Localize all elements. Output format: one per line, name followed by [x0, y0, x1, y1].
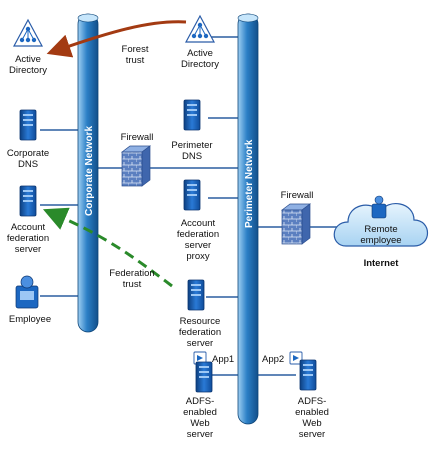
- remote-employee-user-icon: [371, 195, 387, 219]
- firewall2-label: Firewall: [281, 190, 314, 201]
- perim-dns-label-1: Perimeter: [171, 140, 212, 151]
- resource-federation-server-icon: [187, 279, 205, 311]
- employee-label: Employee: [9, 314, 51, 325]
- active-directory-perimeter-icon: [185, 15, 215, 43]
- perimeter-connectors: [206, 36, 340, 376]
- federation-trust-label-2: trust: [123, 279, 142, 290]
- firewall1-icon: [120, 145, 152, 187]
- corporate-network-label: Corporate Network: [84, 126, 95, 216]
- internet-label: Internet: [364, 258, 400, 269]
- account-fs-proxy-label-3: server: [185, 240, 211, 251]
- app2-label: App2: [262, 354, 284, 365]
- remote-employee-label-2: employee: [360, 235, 401, 246]
- account-fs-label-2: federation: [7, 233, 49, 244]
- firewall2-icon: [280, 203, 312, 245]
- account-federation-proxy-server-icon: [183, 179, 201, 211]
- perimeter-network-label: Perimeter Network: [244, 139, 255, 228]
- account-fs-label-3: server: [15, 244, 41, 255]
- forest-trust-label-2: trust: [126, 55, 145, 66]
- corp-dns-label-1: Corporate: [7, 148, 49, 159]
- account-fs-proxy-label-4: proxy: [186, 251, 209, 262]
- web2-label-4: server: [299, 429, 325, 440]
- web1-label-2: enabled: [183, 407, 217, 418]
- federation-trust-label-1: Federation: [109, 268, 154, 279]
- forest-trust-label-1: Forest: [122, 44, 149, 55]
- account-federation-server-icon: [19, 185, 37, 217]
- web1-label-3: Web: [190, 418, 209, 429]
- resource-fs-label-1: Resource: [180, 316, 221, 327]
- web1-label-1: ADFS-: [186, 396, 215, 407]
- active-directory-corporate-icon: [13, 19, 43, 47]
- web2-label-3: Web: [302, 418, 321, 429]
- resource-fs-label-2: federation: [179, 327, 221, 338]
- forest-trust-arrow: [46, 20, 187, 58]
- corporate-network-tube: Corporate Network: [77, 13, 99, 333]
- app1-label: App1: [212, 354, 234, 365]
- remote-employee-label-1: Remote: [364, 224, 397, 235]
- web2-label-1: ADFS-: [298, 396, 327, 407]
- firewall1-label: Firewall: [121, 132, 154, 143]
- perimeter-dns-server-icon: [183, 99, 201, 131]
- account-fs-label-1: Account: [11, 222, 46, 233]
- web2-label-2: enabled: [295, 407, 329, 418]
- account-fs-proxy-label-2: federation: [177, 229, 219, 240]
- ad-perim-label-2: Directory: [181, 59, 219, 70]
- perimeter-network-tube: Perimeter Network: [237, 13, 259, 425]
- account-fs-proxy-label-1: Account: [181, 218, 216, 229]
- resource-fs-label-3: server: [187, 338, 213, 349]
- adfs-web-server-1-icon: [195, 361, 213, 393]
- corp-dns-label-2: DNS: [18, 159, 38, 170]
- corporate-connectors: [40, 129, 238, 297]
- corporate-dns-server-icon: [19, 109, 37, 141]
- adfs-web-server-2-icon: [299, 359, 317, 391]
- employee-user-icon: [15, 275, 39, 309]
- ad-perim-label-1: Active: [187, 48, 213, 59]
- federation-trust-arrow: [42, 207, 173, 288]
- perim-dns-label-2: DNS: [182, 151, 202, 162]
- app2-icon: [289, 351, 303, 365]
- ad-corp-label-2: Directory: [9, 65, 47, 76]
- ad-corp-label-1: Active: [15, 54, 41, 65]
- web1-label-4: server: [187, 429, 213, 440]
